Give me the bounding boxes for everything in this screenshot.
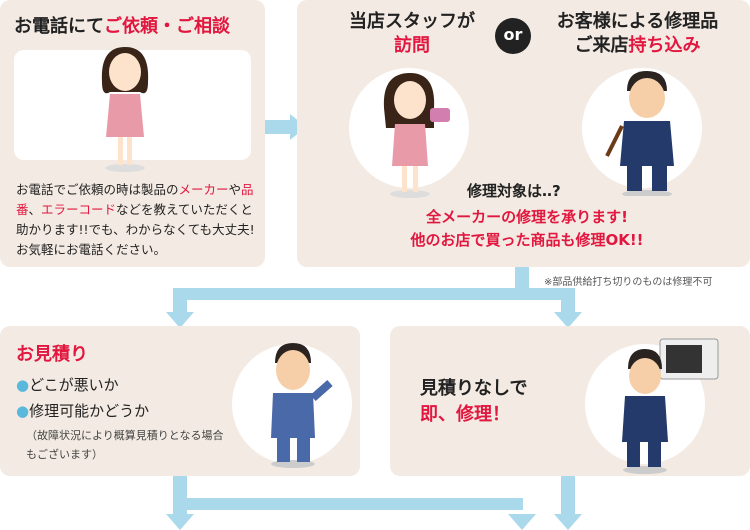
visit-title-line1: 当店スタッフが [349,11,475,32]
bring-in-title-line1: お客様による修理品 [556,11,719,32]
arrow-left-down-head [166,312,194,328]
arrow-left-down [173,288,187,314]
body-red: エラーコード [41,202,117,217]
answer-line1: 全メーカーの修理を承ります! [426,208,628,226]
no-estimate-panel: 見積りなしで 即、修理！ [390,326,750,476]
operator-woman-illustration [101,47,149,172]
phone-panel-body: お電話でご依頼の時は製品のメーカーや品番、エラーコードなどを教えていただくと助か… [16,180,256,260]
arrow-bottom-right-head [554,514,582,530]
arrow-bottom-middle-head [508,514,536,530]
technician-man-illustration [605,71,674,196]
visit-title-line2: 訪問 [394,35,430,56]
repair-answer: 全メーカーの修理を承ります! 他のお店で買った商品も修理OK!! [392,206,662,252]
arrow-right-down [561,288,575,314]
arrow-branch-horizontal [173,288,575,300]
body-text: などを教えていただくと助かります!!でも、わからなくても大丈夫!お気軽にお電話く… [16,202,255,257]
visit-title: 当店スタッフが 訪問 [337,10,487,58]
body-red: 品番 [16,182,254,217]
parts-note: ※部品供給打ち切りのものは修理不可 [544,277,713,288]
body-text: お電話でご依頼の時は製品の [16,182,179,197]
technician-with-microwave-illustration [622,338,719,474]
estimate-panel: お見積り ●どこが悪いか ●修理可能かどうか （故障状況により概算見積りとなる場… [0,326,360,476]
bullet-text: どこが悪いか [29,376,119,394]
repair-question: 修理対象は‥? [467,182,561,200]
phone-panel-title: お電話にてご依頼・ご相談 [14,12,230,38]
bullet-text: 修理可能かどうか [29,402,150,420]
businessman-illustration [271,343,333,468]
body-red: メーカー [178,182,229,197]
arrow-bottom-horizontal [173,498,523,510]
estimate-title: お見積り [16,344,88,365]
bring-in-title: お客様による修理品 ご来店持ち込み [535,10,740,58]
answer-line2: 他のお店で買った商品も修理OK!! [410,231,644,249]
bullet-dot-icon: ● [16,376,30,394]
visit-or-bring-in-panel: 当店スタッフが 訪問 or お客様による修理品 ご来店持ち込み 修理対象は‥? … [297,0,750,267]
bullet-item: ●どこが悪いか [16,372,149,398]
bullet-dot-icon: ● [16,402,30,420]
arrow-bottom-right-stem [561,476,575,516]
phone-request-panel: お電話にてご依頼・ご相談 お電話でご依頼の時は製品のメーカーや品番、エラーコード… [0,0,265,267]
body-text: 、 [28,202,42,217]
body-text: や [228,182,242,197]
title-plain: お電話にて [14,16,104,37]
staff-woman-illustration [383,73,450,198]
no-estimate-line2: 即、修理！ [420,404,510,425]
estimate-bullets: ●どこが悪いか ●修理可能かどうか [16,372,149,424]
bullet-item: ●修理可能かどうか [16,398,149,424]
bring-in-title-plain: ご来店 [574,35,629,56]
arrow-right-down-head [554,312,582,328]
estimate-note: （故障状況により概算見積りとなる場合もございます） [26,429,224,461]
arrow-right [265,120,293,134]
bring-in-title-red: 持ち込み [628,35,701,56]
arrow-branch-stem [515,267,529,293]
no-estimate-text: 見積りなしで 即、修理！ [420,376,527,428]
or-badge: or [495,18,531,54]
no-estimate-line1: 見積りなしで [420,378,528,399]
title-red: ご依頼・ご相談 [104,16,230,37]
arrow-bottom-left-head [166,514,194,530]
arrow-bottom-left-stem [173,476,187,516]
